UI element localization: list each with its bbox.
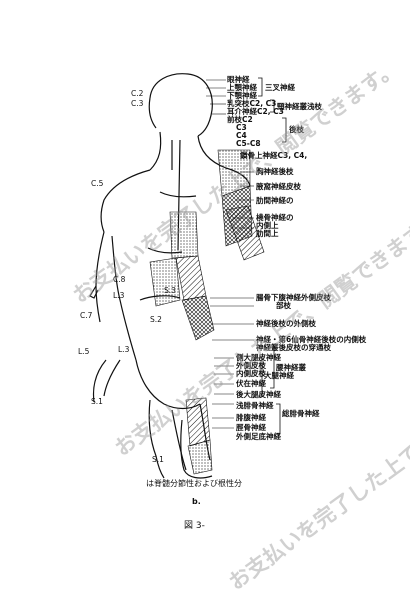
label-ophthalmic-nerve: 眼神経 bbox=[227, 75, 250, 84]
legend-caption: は脊髄分節性および根性分 bbox=[146, 479, 242, 488]
label-superficial-peroneal: 浅腓骨神経 bbox=[236, 401, 274, 410]
label-saphenous-nerve: 伏在神経 bbox=[236, 379, 266, 388]
label-thoracic-posterior-branch: 胸神経後枝 bbox=[256, 167, 294, 176]
segment-s1-left: S.1 bbox=[91, 397, 103, 406]
label-lateral-femoral-cutaneous: 側大腿皮神経 bbox=[236, 353, 281, 362]
label-perforating-branch: 神経叢後皮枝の穿通枝 bbox=[256, 343, 331, 352]
label-trigeminal-nerve: 三叉神経 bbox=[265, 83, 295, 92]
label-femoral-nerve: 大腿神経 bbox=[264, 371, 294, 380]
label-posterior-femoral-cutaneous: 後大腿皮神経 bbox=[236, 390, 281, 399]
segment-c2: C.2 bbox=[131, 89, 144, 98]
label-mastoid-branch: 乳突枝C2, C3 bbox=[227, 99, 277, 108]
label-lateral-cutaneous-branch: 外側皮枝 bbox=[236, 361, 266, 370]
segment-l3-lower: L.3 bbox=[118, 345, 130, 354]
segment-c5: C.5 bbox=[91, 179, 104, 188]
label-supraclavicular-nerve: 鎖骨上神経C3, C4, bbox=[240, 151, 308, 160]
label-auricular-nerve: 耳介神経C2, C3 bbox=[227, 107, 284, 116]
label-c5-c8: C5-C8 bbox=[236, 139, 261, 148]
segment-s3: S.3 bbox=[164, 286, 176, 295]
label-intercostobrachial: 肋間上 bbox=[256, 229, 279, 238]
label-c3: C3 bbox=[236, 123, 247, 132]
label-lumbar-plexus: 腰神経叢 bbox=[276, 363, 306, 372]
segment-c8: C.8 bbox=[113, 275, 126, 284]
label-intercostal-nerve: 肋間神経の bbox=[256, 196, 294, 205]
label-c4: C4 bbox=[236, 131, 247, 140]
label-mandibular-nerve: 下顎神経 bbox=[227, 91, 257, 100]
label-sural-nerve: 腓腹神経 bbox=[236, 413, 266, 422]
segment-l5: L.5 bbox=[78, 347, 90, 356]
label-posterior-branch: 後枝 bbox=[289, 125, 304, 134]
label-branch: 部枝 bbox=[276, 301, 291, 310]
label-axillary-nerve: 腋窩神経皮枝 bbox=[256, 182, 301, 191]
label-maxillary-nerve: 上顎神経 bbox=[227, 83, 257, 92]
panel-label: b. bbox=[192, 497, 201, 506]
segment-s2: S.2 bbox=[150, 315, 162, 324]
label-posterior-lateral-branch: 神経後枝の外側枝 bbox=[256, 319, 316, 328]
label-lateral-plantar: 外側足底神経 bbox=[236, 432, 281, 441]
label-radial-nerve: 橈骨神経の bbox=[256, 213, 294, 222]
body-outline-figure bbox=[89, 73, 287, 479]
label-medial-upper: 内側上 bbox=[256, 221, 279, 230]
label-common-peroneal: 総腓骨神経 bbox=[282, 409, 320, 418]
label-tibial-nerve: 脛骨神経 bbox=[236, 423, 266, 432]
figure-page: 眼神経 上顎神経 下顎神経 三叉神経 乳突枝C2, C3 耳介神経C2, C3 … bbox=[68, 55, 410, 594]
segment-c7: C.7 bbox=[80, 311, 93, 320]
segment-c3: C.3 bbox=[131, 99, 144, 108]
label-iliohypogastric-lateral: 腸骨下腹神経外側皮枝 bbox=[256, 293, 331, 302]
segment-s1-foot: S.1 bbox=[152, 455, 164, 464]
label-medial-cutaneous-branch: 内側皮枝 bbox=[236, 369, 266, 378]
figure-caption: 図 3- bbox=[184, 521, 205, 531]
label-cervical-plexus-superficial: 頸神経叢浅枝 bbox=[277, 102, 322, 111]
label-sacral-medial-branch: 神経・第6仙骨神経後枝の内側枝 bbox=[256, 335, 367, 344]
segment-l3-upper: L.3 bbox=[113, 291, 125, 300]
label-anterior-branch-c2: 前枝C2 bbox=[227, 115, 253, 124]
